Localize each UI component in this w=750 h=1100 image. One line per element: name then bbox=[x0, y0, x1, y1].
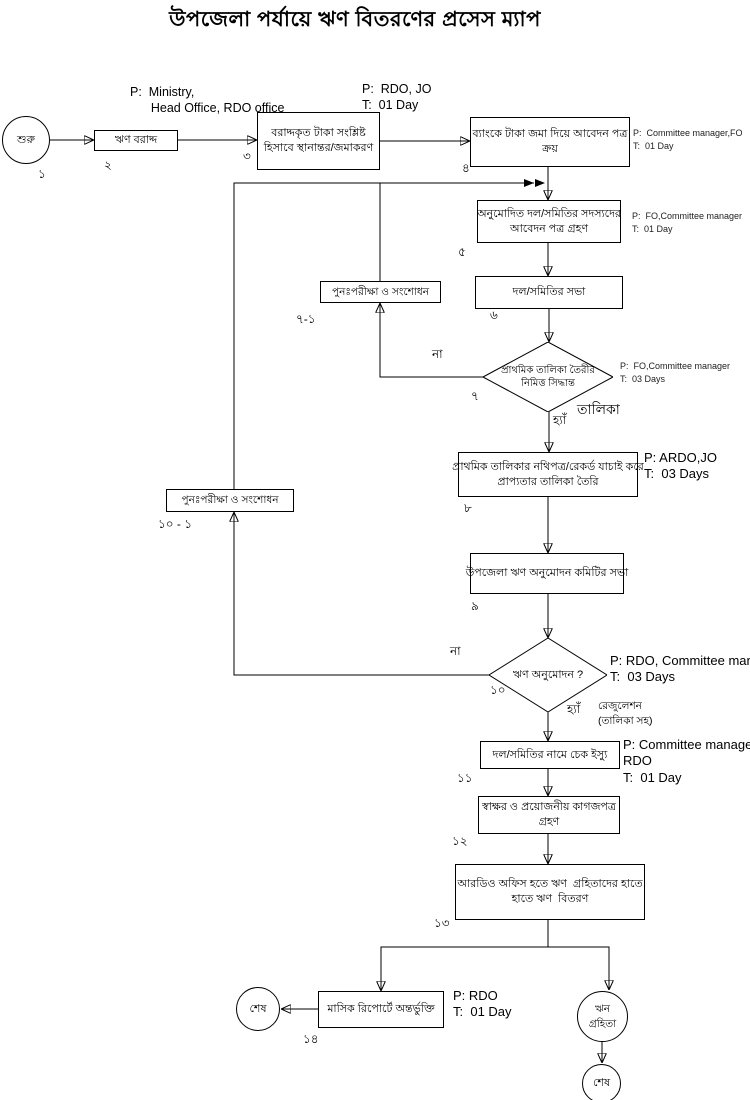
step-number-10: ১০ bbox=[490, 683, 506, 697]
step-label: পুনঃপরীক্ষা ও সংশোধন bbox=[331, 285, 430, 298]
connector-decision7-no bbox=[380, 304, 483, 378]
step-number-9: ৯ bbox=[471, 599, 479, 613]
step-number-6: ৬ bbox=[490, 308, 498, 322]
step-group-meeting: দল/সমিতির সভা bbox=[475, 276, 623, 309]
step-approval-committee-meeting: উপজেলা ঋণ অনুমোদন কমিটির সভা bbox=[466, 553, 628, 594]
step-buy-application-form: ব্যাংকে টাকা জমা দিয়ে আবেদন পত্র ক্রয় bbox=[470, 117, 630, 167]
decision-diamond-shape bbox=[489, 638, 607, 712]
step-label: প্রাথমিক তালিকার নথিপত্র/রেকর্ড যাচাই কর… bbox=[452, 460, 644, 488]
step-number-7: ৭ bbox=[471, 389, 479, 403]
recipient-label: ঋন গ্রহিতা bbox=[588, 1003, 617, 1030]
annotation-report: P: RDO T: 01 Day bbox=[453, 988, 512, 1020]
edge-label-no-10: না bbox=[450, 644, 461, 658]
step-number-8: ৮ bbox=[464, 501, 472, 515]
merge-double-arrowhead-1 bbox=[524, 179, 534, 187]
end-terminator-left: শেষ bbox=[236, 987, 280, 1031]
annotation-receive: P: FO,Committee manager T: 01 Day bbox=[632, 211, 743, 235]
edge-label-resolution: রেজুলেশন (তালিকা সহ) bbox=[598, 700, 653, 727]
annotation-decision10: P: RDO, Committee manager, T: 03 Days bbox=[610, 653, 750, 685]
connector-split-to-recipient bbox=[548, 946, 609, 989]
step-number-3: ৩ bbox=[243, 149, 251, 163]
annotation-allocation: P: Ministry, Head Office, RDO office bbox=[130, 85, 285, 115]
edge-label-yes-10: হ্যাঁ bbox=[567, 702, 581, 716]
edge-label-no-7: না bbox=[432, 347, 443, 361]
annotation-cheque: P: Committee manager, RDO T: 01 Day bbox=[623, 737, 750, 785]
edge-label-yes-7: হ্যাঁ bbox=[553, 413, 567, 427]
step-label: অনুমোদিত দল/সমিতির সদস্যদের আবেদন পত্র গ… bbox=[477, 207, 621, 235]
step-receive-applications: অনুমোদিত দল/সমিতির সদস্যদের আবেদন পত্র গ… bbox=[477, 200, 621, 243]
end-label: শেষ bbox=[249, 1002, 267, 1015]
step-signature-documents: স্বাক্ষর ও প্রয়োজনীয় কাগজপত্র গ্রহণ bbox=[478, 796, 620, 834]
step-recheck-correction-2: পুনঃপরীক্ষা ও সংশোধন bbox=[166, 489, 294, 512]
step-number-7-1: ৭-১ bbox=[296, 312, 316, 326]
annotation-verify: P: ARDO,JO T: 03 Days bbox=[644, 450, 717, 482]
start-terminator: শুরু bbox=[2, 116, 50, 164]
start-label: শুরু bbox=[17, 133, 35, 146]
step-label: আরডিও অফিস হতে ঋণ গ্রহিতাদের হাতে হাতে ঋ… bbox=[457, 878, 643, 905]
step-number-1: ১ bbox=[38, 167, 46, 181]
step-label: দল/সমিতির নামে চেক ইস্যু bbox=[492, 748, 608, 761]
decision-label: ঋণ অনুমোদন ? bbox=[512, 668, 584, 681]
decision-preliminary-list: প্রাথমিক তালিকা তৈরীর নিমিত্ত সিদ্ধান্ত bbox=[483, 342, 613, 412]
decision-loan-approval: ঋণ অনুমোদন ? bbox=[489, 638, 607, 712]
step-fund-transfer: বরাদ্দকৃত টাকা সংশ্লিষ্ট হিসাবে স্থানান্… bbox=[257, 112, 380, 170]
step-label: বরাদ্দকৃত টাকা সংশ্লিষ্ট হিসাবে স্থানান্… bbox=[263, 127, 374, 154]
annotation-bank: P: Committee manager,FO T: 01 Day bbox=[633, 128, 743, 152]
step-number-13: ১৩ bbox=[434, 916, 450, 930]
step-number-14: ১৪ bbox=[303, 1032, 319, 1046]
annotation-transfer: P: RDO, JO T: 01 Day bbox=[362, 82, 432, 112]
step-loan-allocation: ঋণ বরাদ্দ bbox=[94, 130, 178, 151]
step-number-12: ১২ bbox=[452, 834, 468, 848]
step-monthly-report: মাসিক রিপোর্টে অন্তর্ভুক্তি bbox=[318, 991, 444, 1028]
page-title: উপজেলা পর্যায়ে ঋণ বিতরণের প্রসেস ম্যাপ bbox=[169, 8, 541, 31]
step-number-4: ৪ bbox=[462, 161, 470, 175]
step-number-11: ১১ bbox=[457, 771, 473, 785]
loan-recipient-terminator: ঋন গ্রহিতা bbox=[577, 991, 628, 1042]
step-number-10-1: ১০ - ১ bbox=[158, 517, 193, 531]
end-label: শেষ bbox=[592, 1077, 611, 1090]
step-label: ব্যাংকে টাকা জমা দিয়ে আবেদন পত্র ক্রয় bbox=[472, 128, 628, 155]
step-label: উপজেলা ঋণ অনুমোদন কমিটির সভা bbox=[465, 567, 629, 580]
step-cheque-issue: দল/সমিতির নামে চেক ইস্যু bbox=[480, 741, 620, 769]
step-label: পুনঃপরীক্ষা ও সংশোধন bbox=[181, 494, 279, 507]
edge-label-list: তালিকা bbox=[577, 401, 620, 417]
step-label: মাসিক রিপোর্টে অন্তর্ভুক্তি bbox=[327, 1003, 435, 1016]
step-label: ঋণ বরাদ্দ bbox=[114, 134, 158, 147]
end-terminator-bottom: শেষ bbox=[582, 1064, 621, 1100]
step-verify-records: প্রাথমিক তালিকার নথিপত্র/রেকর্ড যাচাই কর… bbox=[452, 452, 644, 497]
step-label: দল/সমিতির সভা bbox=[512, 286, 586, 299]
connector-split-to-report bbox=[381, 946, 548, 990]
decision-label: প্রাথমিক তালিকা তৈরীর নিমিত্ত সিদ্ধান্ত bbox=[501, 364, 595, 390]
step-number-2: ২ bbox=[104, 158, 112, 172]
decision-diamond-shape bbox=[483, 342, 613, 412]
step-loan-disbursement: আরডিও অফিস হতে ঋণ গ্রহিতাদের হাতে হাতে ঋ… bbox=[455, 864, 645, 920]
step-recheck-correction-1: পুনঃপরীক্ষা ও সংশোধন bbox=[320, 281, 441, 303]
merge-double-arrowhead-2 bbox=[535, 179, 545, 187]
step-number-5: ৫ bbox=[458, 245, 466, 259]
step-label: স্বাক্ষর ও প্রয়োজনীয় কাগজপত্র গ্রহণ bbox=[482, 801, 616, 828]
annotation-decision7: P: FO,Committee manager T: 03 Days bbox=[620, 361, 731, 385]
